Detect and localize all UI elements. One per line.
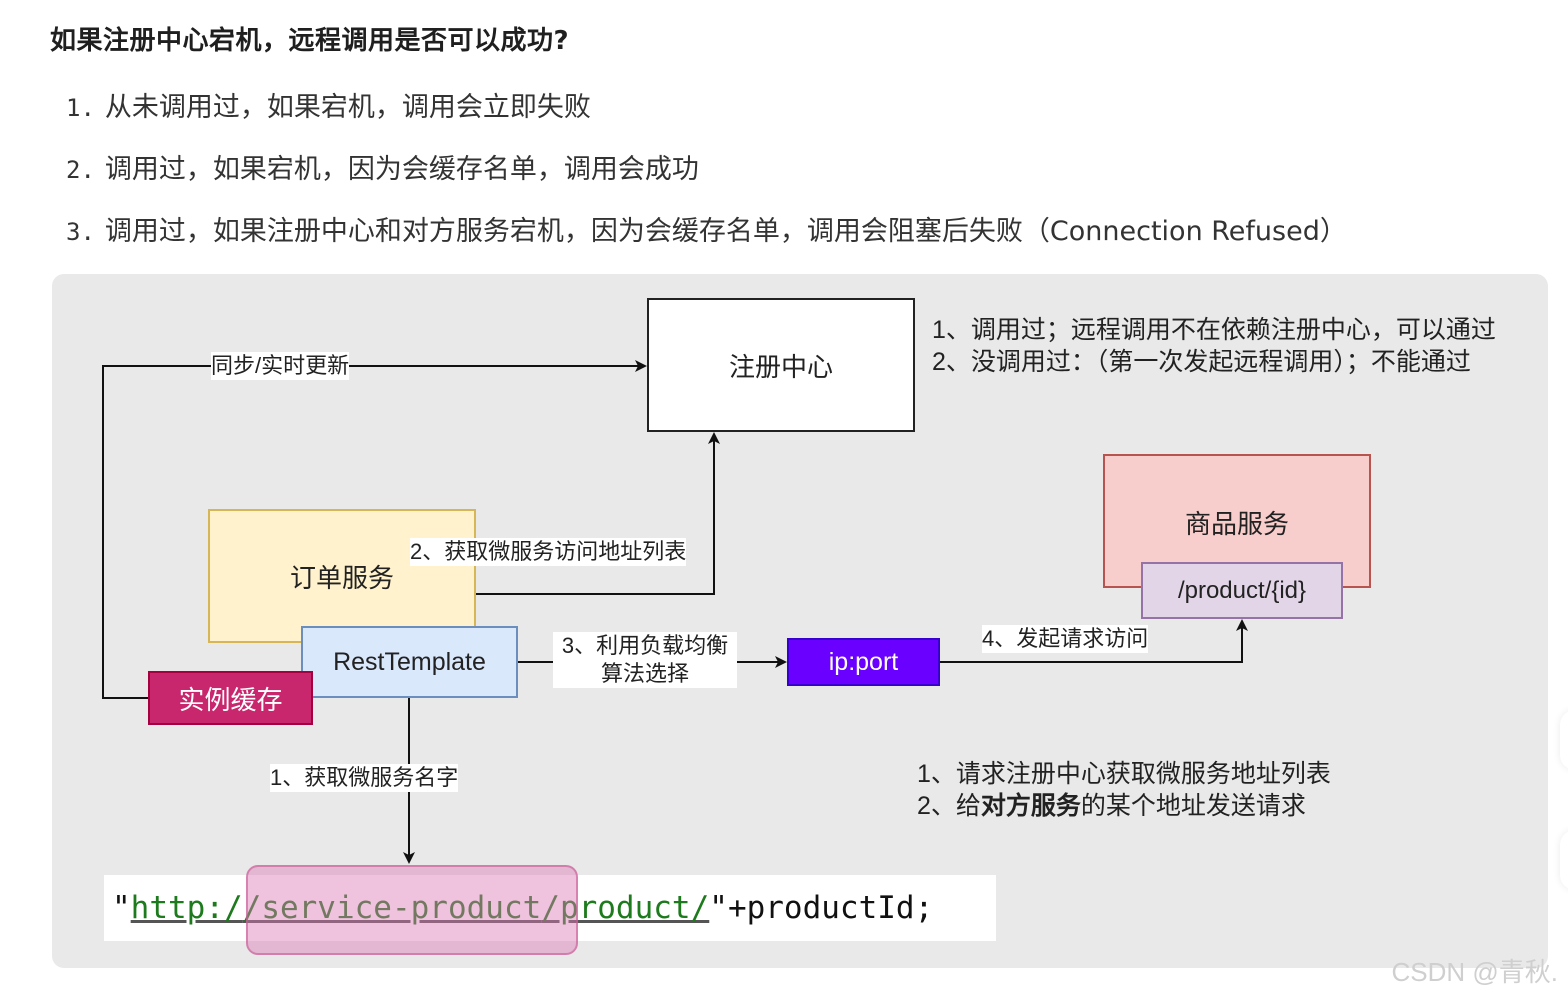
- flow-note-suffix: 的某个地址发送请求: [1080, 792, 1306, 820]
- flow-note-bold: 对方服务: [980, 792, 1081, 820]
- load-balance-label-line2: 算法选择: [600, 661, 689, 686]
- side-float-button[interactable]: [1560, 710, 1568, 770]
- code-url-service: /service-product: [242, 890, 542, 926]
- list-text: 调用过，如果注册中心和对方服务宕机，因为会缓存名单，调用会阻塞后失败（Conne…: [104, 216, 1347, 247]
- flow-note: 1、请求注册中心获取微服务地址列表 2、给对方服务的某个地址发送请求: [917, 758, 1331, 822]
- registry-note-line: 1、调用过；远程调用不在依赖注册中心，可以通过: [932, 316, 1496, 344]
- instance-cache-node: 实例缓存: [148, 671, 313, 725]
- sync-edge-label: 同步/实时更新: [211, 352, 350, 380]
- list-text: 调用过，如果宕机，因为会缓存名单，调用会成功: [104, 154, 699, 185]
- service-name-highlight: [246, 865, 578, 955]
- code-rest: +productId;: [727, 890, 934, 926]
- request-edge-label: 4、发起请求访问: [982, 625, 1149, 653]
- registry-note: 1、调用过；远程调用不在依赖注册中心，可以通过 2、没调用过：（第一次发起远程调…: [932, 314, 1496, 378]
- code-url-path: /product/: [541, 890, 710, 926]
- list-item: 2. 调用过，如果宕机，因为会缓存名单，调用会成功: [66, 148, 1347, 210]
- order-service-node: 订单服务: [208, 509, 476, 643]
- rest-template-node: RestTemplate: [301, 626, 518, 698]
- side-float-button[interactable]: [1560, 830, 1568, 890]
- list-item: 1. 从未调用过，如果宕机，调用会立即失败: [66, 86, 1347, 148]
- service-name-edge-label: 1、获取微服务名字: [270, 764, 459, 792]
- product-endpoint-node: /product/{id}: [1141, 562, 1343, 619]
- flow-note-line: 2、给对方服务的某个地址发送请求: [917, 790, 1331, 822]
- ip-port-node: ip:port: [787, 638, 940, 686]
- list-number: 2.: [66, 156, 95, 184]
- list-text: 从未调用过，如果宕机，调用会立即失败: [104, 92, 591, 123]
- load-balance-edge-label: 3、利用负载均衡 算法选择: [553, 632, 737, 688]
- list-number: 1.: [66, 94, 95, 122]
- flow-note-line: 1、请求注册中心获取微服务地址列表: [917, 760, 1331, 788]
- list-number: 3.: [66, 218, 95, 246]
- load-balance-label-line1: 3、利用负载均衡: [561, 633, 729, 658]
- code-snippet: "http://service-product/product/"+produc…: [104, 875, 996, 941]
- registry-center-node: 注册中心: [647, 298, 915, 432]
- list-item: 3. 调用过，如果注册中心和对方服务宕机，因为会缓存名单，调用会阻塞后失败（Con…: [66, 210, 1347, 272]
- code-open-quote: ": [112, 890, 131, 926]
- address-list-edge-label: 2、获取微服务访问地址列表: [410, 538, 687, 566]
- csdn-watermark: CSDN @青秋.: [1391, 957, 1558, 987]
- page-heading: 如果注册中心宕机，远程调用是否可以成功?: [50, 26, 570, 56]
- registry-note-line: 2、没调用过：（第一次发起远程调用）；不能通过: [932, 348, 1471, 376]
- answer-list: 1. 从未调用过，如果宕机，调用会立即失败 2. 调用过，如果宕机，因为会缓存名单，…: [66, 86, 1347, 272]
- code-close-quote: ": [709, 890, 728, 926]
- code-url-scheme: http:/: [130, 890, 243, 926]
- flow-note-prefix: 2、给: [917, 792, 981, 820]
